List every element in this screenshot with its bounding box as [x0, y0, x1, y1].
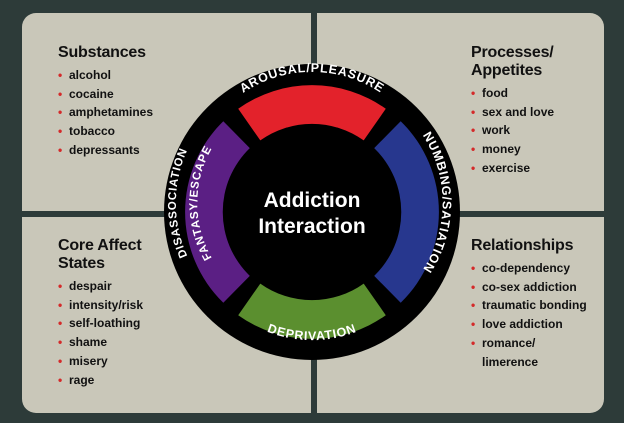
list-item-text: rage	[69, 372, 95, 387]
list-item-text: misery	[69, 353, 108, 368]
segment-deprivation	[238, 283, 386, 339]
bullet-icon: •	[471, 335, 476, 350]
bullet-icon: •	[471, 279, 476, 294]
list-item-text: food	[482, 86, 508, 100]
list-item-text: alcohol	[69, 68, 112, 82]
list-item-text: love addiction	[482, 317, 563, 332]
center-label-line-1: Addiction	[264, 189, 361, 212]
bullet-icon: •	[471, 123, 476, 138]
list-item: • self-loathing	[58, 314, 143, 333]
list-item-text: limerence	[482, 354, 539, 369]
list-item: • co-dependency	[471, 259, 587, 278]
list-item: • money	[471, 140, 554, 159]
bullet-icon: •	[58, 105, 63, 120]
processes-list: • food • sex and love • work • money • exercise	[471, 84, 554, 178]
substances-block: Substances • alcohol • cocaine • amphetamines…	[58, 44, 153, 160]
list-item: • amphetamines	[58, 103, 153, 122]
list-item-text: shame	[69, 335, 108, 350]
list-item: • shame	[58, 333, 143, 352]
list-item: • depressants	[58, 141, 153, 160]
list-item-text: work	[482, 123, 511, 138]
bullet-icon: •	[471, 298, 476, 313]
list-item: • rage	[58, 371, 143, 390]
segment-numbing-satiation	[374, 121, 439, 303]
core-affect-title: Core Affect States	[58, 237, 143, 273]
bullet-icon: •	[58, 124, 63, 139]
list-item: • despair	[58, 277, 143, 296]
list-item-text: cocaine	[69, 86, 114, 101]
list-item-text: co-sex addiction	[482, 279, 577, 294]
list-item: • love addiction	[471, 315, 587, 334]
list-item: • work	[471, 121, 554, 140]
list-item: • romance/	[471, 334, 587, 353]
list-item-text: despair	[69, 279, 112, 293]
substances-title: Substances	[58, 44, 153, 62]
processes-block: Processes/ Appetites •food•sex and love•…	[471, 44, 554, 178]
list-item: • sex and love	[471, 103, 554, 122]
center-label-line-2: Interaction	[258, 215, 365, 238]
substances-title-line: Substances	[58, 44, 146, 61]
bullet-icon: •	[58, 372, 63, 387]
list-item: limerence	[471, 353, 587, 372]
list-item-text: depressants	[69, 142, 140, 157]
relationships-title: Relationships	[471, 237, 587, 255]
list-item-text: exercise	[482, 160, 531, 175]
list-item: • intensity/risk	[58, 296, 143, 315]
list-item: • traumatic bonding	[471, 296, 587, 315]
list-item-text: self-loathing	[69, 316, 141, 331]
bullet-icon: •	[58, 316, 63, 331]
processes-title-line-1: Processes/	[471, 44, 554, 61]
list-item-text: traumatic bonding	[482, 298, 587, 313]
list-item-text: tobacco	[69, 124, 116, 139]
bullet-icon: •	[471, 261, 476, 275]
list-item: • misery	[58, 352, 143, 371]
bullet-icon: •	[471, 142, 476, 157]
bullet-icon: •	[471, 160, 476, 175]
list-item-text: co-dependency	[482, 261, 571, 275]
relationships-list: • co-dependency • co-sex addiction • traumati…	[471, 259, 587, 371]
list-item-text: intensity/risk	[69, 297, 144, 312]
bullet-icon: •	[58, 142, 63, 157]
bullet-icon: •	[471, 104, 476, 119]
list-item-text: money	[482, 142, 521, 157]
core-affect-block: Core Affect States • despair • intensity/ri…	[58, 237, 143, 389]
list-item: • co-sex addiction	[471, 278, 587, 297]
list-item: • cocaine	[58, 85, 153, 104]
list-item: • tobacco	[58, 122, 153, 141]
bullet-icon: •	[58, 279, 63, 293]
core-affect-title-line-1: Core Affect	[58, 237, 142, 254]
list-item: • food	[471, 84, 554, 103]
list-item: • alcohol	[58, 66, 153, 85]
bullet-icon: •	[58, 86, 63, 101]
bullet-icon: •	[471, 86, 476, 100]
segment-arousal-pleasure	[238, 85, 386, 141]
relationships-title-line: Relationships	[471, 237, 574, 254]
list-item-text: sex and love	[482, 104, 555, 119]
bullet-icon: •	[58, 297, 63, 312]
relationships-block: Relationships • co-dependency • co-sex addi…	[471, 237, 587, 371]
list-item-text: amphetamines	[69, 105, 154, 120]
segment-disassociation-escape	[185, 121, 250, 303]
bullet-icon: •	[58, 335, 63, 350]
substances-list: • alcohol • cocaine • amphetamines • tobacco • de…	[58, 66, 153, 160]
list-item: • exercise	[471, 159, 554, 178]
core-affect-title-line-2: States	[58, 255, 105, 272]
processes-title: Processes/ Appetites	[471, 44, 554, 80]
bullet-icon: •	[58, 68, 63, 82]
bullet-icon: •	[58, 353, 63, 368]
wheel-center	[225, 125, 399, 299]
core-affect-list: • despair • intensity/risk • self-loathing • sh…	[58, 277, 143, 389]
list-item-text: romance/	[482, 335, 536, 350]
processes-title-line-2: Appetites	[471, 62, 543, 79]
bullet-icon: •	[471, 317, 476, 332]
